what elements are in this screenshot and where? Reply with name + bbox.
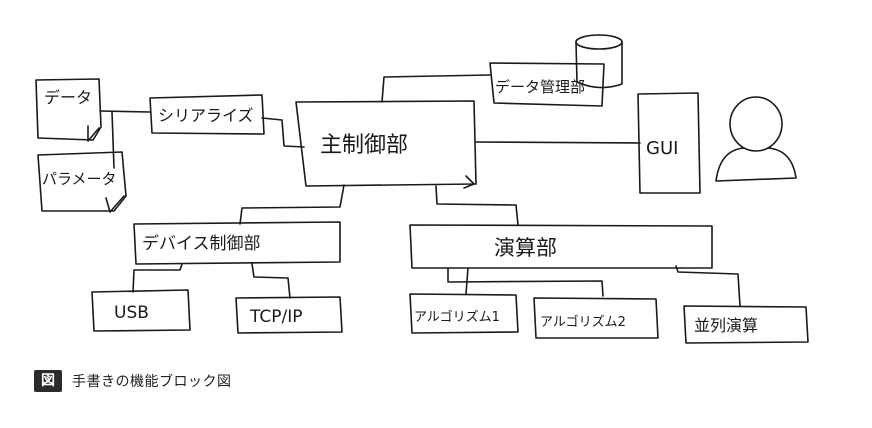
node-data-mgmt: データ管理部 bbox=[489, 62, 605, 107]
node-data: データ bbox=[35, 78, 102, 142]
node-tcpip: TCP/IP bbox=[235, 296, 343, 334]
edge-main-compute bbox=[435, 185, 519, 226]
node-data-mgmt-label: データ管理部 bbox=[495, 78, 585, 96]
edge-params-serialize bbox=[111, 111, 115, 169]
edge-data-serialize bbox=[99, 110, 151, 113]
node-params: パラメータ bbox=[37, 151, 127, 213]
node-algo2: アルゴリズム2 bbox=[533, 297, 659, 339]
node-compute-label: 演算部 bbox=[494, 236, 557, 260]
edge-compute-algo1 bbox=[465, 267, 469, 295]
node-params-label: パラメータ bbox=[42, 170, 117, 188]
edge-device-tcp bbox=[251, 263, 291, 299]
node-device-control-label: デバイス制御部 bbox=[142, 233, 261, 254]
figure-badge: 図 bbox=[34, 370, 62, 392]
edge-serialize-main bbox=[261, 117, 305, 148]
edge-main-gui bbox=[475, 141, 641, 144]
figure-caption: 図 手書きの機能ブロック図 bbox=[34, 369, 232, 393]
node-gui-label: GUI bbox=[646, 138, 678, 159]
node-algo1-label: アルゴリズム1 bbox=[414, 309, 500, 325]
node-compute: 演算部 bbox=[409, 224, 713, 269]
node-tcpip-label: TCP/IP bbox=[249, 307, 303, 327]
edge-main-datamgmt bbox=[381, 74, 491, 103]
caption-text: 手書きの機能ブロック図 bbox=[72, 374, 232, 390]
node-data-label: データ bbox=[44, 88, 92, 107]
node-device-control: デバイス制御部 bbox=[133, 221, 341, 265]
node-serialize-label: シリアライズ bbox=[158, 106, 254, 125]
edge-device-usb bbox=[132, 263, 183, 293]
node-serialize: シリアライズ bbox=[149, 94, 265, 135]
node-algo1: アルゴリズム1 bbox=[409, 293, 519, 334]
node-usb-label: USB bbox=[114, 303, 149, 323]
edge-compute-algos bbox=[447, 267, 604, 297]
connectors bbox=[99, 74, 741, 307]
database-icon bbox=[575, 34, 623, 89]
node-gui: GUI bbox=[637, 92, 701, 194]
edge-compute-parallel bbox=[675, 265, 741, 307]
node-usb: USB bbox=[91, 289, 191, 332]
node-algo2-label: アルゴリズム2 bbox=[540, 314, 626, 330]
user-icon bbox=[715, 96, 797, 182]
block-diagram: データ パラメータ シリアライズ 主制御部 データ管理部 GUI デバイ bbox=[35, 34, 809, 344]
node-parallel: 並列演算 bbox=[683, 305, 809, 344]
node-main-control: 主制御部 bbox=[295, 100, 477, 189]
edge-main-device bbox=[239, 184, 345, 225]
node-main-control-label: 主制御部 bbox=[320, 133, 408, 158]
node-parallel-label: 並列演算 bbox=[694, 316, 758, 335]
